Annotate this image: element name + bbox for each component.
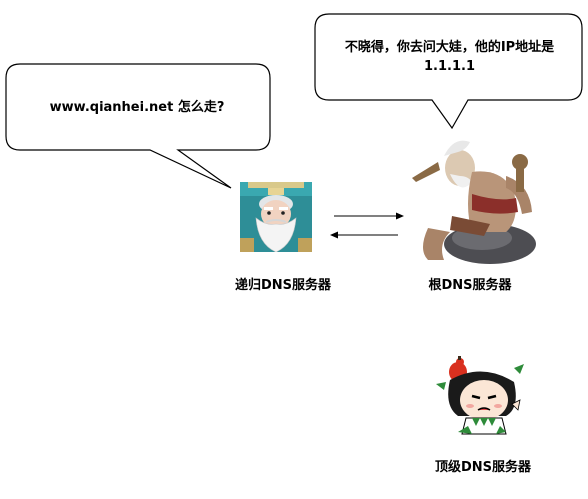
arrow-to-recursive-head	[330, 231, 338, 239]
tld-server-label: 顶级DNS服务器	[434, 460, 532, 475]
arrow-to-root-head	[396, 212, 404, 220]
right-bubble-line-1: 不晓得，你去问大娃，他的IP地址是	[344, 40, 555, 55]
left-bubble-question: www.qianhei.net 怎么走?	[49, 100, 225, 115]
root-server-label: 根DNS服务器	[428, 278, 512, 293]
recursive-server-avatar	[240, 182, 312, 252]
right-bubble-text: 不晓得，你去问大娃，他的IP地址是 1.1.1.1	[322, 38, 577, 76]
left-speech-bubble	[5, 63, 271, 189]
tld-server-figure	[432, 356, 532, 444]
recursive-server-label: 递归DNS服务器	[234, 278, 332, 293]
right-speech-bubble	[314, 13, 583, 130]
root-server-figure	[398, 132, 548, 270]
right-bubble-line-2: 1.1.1.1	[424, 59, 475, 74]
left-bubble-text: www.qianhei.net 怎么走?	[22, 98, 252, 117]
